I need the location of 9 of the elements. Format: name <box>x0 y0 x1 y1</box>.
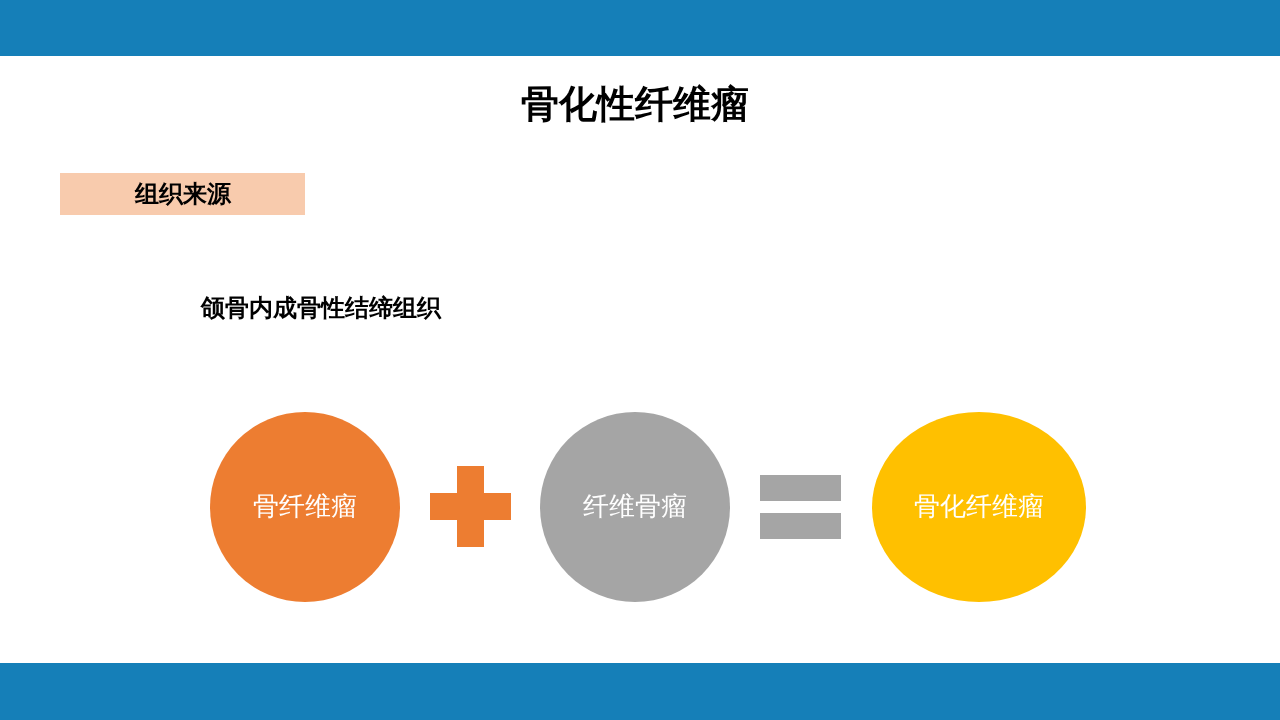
circle-label: 骨化纤维瘤 <box>914 491 1044 523</box>
slide-title: 骨化性纤维瘤 <box>521 84 749 126</box>
term-circle <box>872 412 1086 602</box>
circle-label: 骨纤维瘤 <box>253 491 357 523</box>
circle-label: 纤维骨瘤 <box>583 491 687 523</box>
section-heading: 组织来源 <box>60 173 305 215</box>
term-circle <box>210 412 400 602</box>
term-circle <box>540 412 730 602</box>
body-text: 颌骨内成骨性结缔组织 <box>201 294 441 323</box>
